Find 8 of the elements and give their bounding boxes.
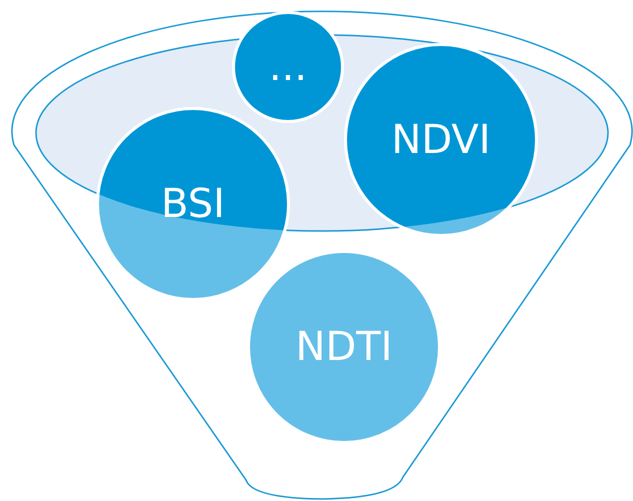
index-label: NDTI [296,324,392,370]
index-circle [232,11,344,123]
index-circle [247,250,441,444]
index-circle [344,43,538,237]
index-circle [96,107,290,301]
index-label: BSI [161,181,225,227]
index-label: ... [268,44,308,90]
index-label: NDVI [391,117,491,163]
